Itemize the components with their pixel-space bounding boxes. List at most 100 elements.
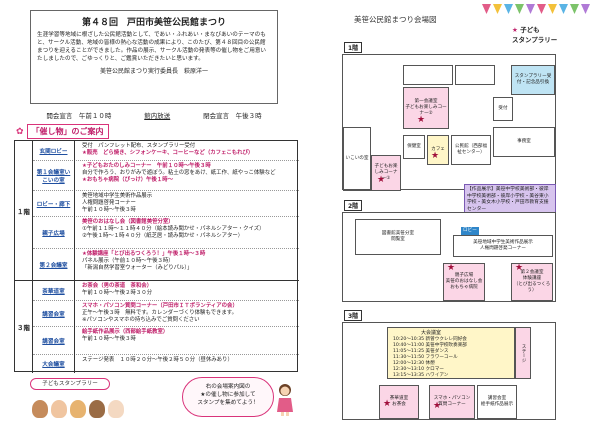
stamp-rally-badge: 子どもスタンプラリー (30, 378, 110, 390)
program-table: １階 玄関ロビー 受付 パンフレット配布、スタンプラリー受付 ★販売 どら焼き、… (14, 140, 299, 373)
room-activities: ★体験講座「とび出るつくろう！」午後１時〜３時 パネル展示（午前１０時〜午後３時… (79, 249, 299, 274)
map-room-corridor: 美笹地域中学生美術作品展示 人権問題啓発コーナー (453, 235, 553, 257)
floor-map-3: 大会議室 10:20〜10:35 新曽ウクレレ同好会 10:40〜11:00 美… (342, 322, 556, 420)
activity-item: ★販売 どら焼き、シフォンケーキ、コーヒーなど（カフェこもれび） (82, 150, 254, 156)
floor-map-2: 図書館美笹分室 閲覧室 美笹地域中学生美術作品展示 人権問題啓発コーナー ロビー… (342, 212, 556, 302)
girl-icon (277, 384, 293, 416)
table-row: 第１会議室いこいの室 ★子どもおたのしみコーナー 午前１０時〜午後３時 自分で作… (33, 161, 299, 191)
opening-time: 開会宣言 午前１０時 (46, 112, 112, 120)
map-room-ikoi: いこいの室 (343, 127, 371, 191)
table-row: 茶華道室 お茶会（男の茶道 茶和会） 午前１０時〜午後２時３０分 (33, 281, 299, 301)
room-name: 大会議室 (33, 355, 75, 373)
map-room-first-meeting: 第一会議室 子どもお楽しみコーナー② (403, 87, 449, 129)
flag-icon (559, 4, 568, 14)
activity-item: 人権問題啓発コーナー (82, 200, 136, 206)
flower-icon: ✿ (16, 126, 24, 137)
map-room-kids-corner: 子どもお楽しみコーナー① (371, 155, 401, 191)
instruction-bubble: 右の会場案内図の ★の催し物に参加して スタンプを集めてよう！ (182, 377, 274, 417)
bubble-line: ★の催し物に参加して (200, 392, 256, 398)
room-name: 講習会室 (33, 327, 75, 355)
room-activities: ★子どもおたのしみコーナー 午前１０時〜午後３時 自分で作ろう、おりがみで遊ぼう… (79, 161, 299, 186)
activity-item: 美笹のおはなし会（図書館美笹分室） (82, 219, 174, 225)
program-page: 第４８回 戸田市美笹公民館まつり 生涯学習等地域に根ざした公民館活動として、であ… (4, 4, 300, 422)
stage-item: 12:30〜13:10 クロマー (393, 367, 444, 372)
stage-item: 10:40〜11:00 美笹中学校吹奏楽部 (393, 343, 467, 348)
flag-icon (515, 4, 524, 14)
room-activities: 絵手紙作品展示（西部絵手紙教室） 午前１０時〜午後３時 (79, 327, 299, 345)
floor-label: ３階 (15, 281, 33, 373)
table-row: 親子広場 美笹のおはなし会（図書館美笹分室） ①午前１１時〜１１時４０分（絵本読… (33, 217, 299, 249)
table-row: 講習会室 スマホ・パソコン質問コーナー（戸田市ＩＴボランティアの会） 正午〜午後… (33, 301, 299, 327)
broadcast-label: 館内放送 (144, 112, 171, 120)
activity-item: ステージ発表 １０時２０分〜午後２時５０分（昼休みあり） (82, 357, 233, 363)
room-activities: 美笹のおはなし会（図書館美笹分室） ①午前１１時〜１１時４０分（絵本読み聞かせ・… (79, 217, 299, 242)
room-activities: スマホ・パソコン質問コーナー（戸田市ＩＴボランティアの会） 正午〜午後３時 無料… (79, 301, 299, 326)
flag-icon (581, 4, 590, 14)
map-room (455, 65, 495, 85)
page-title: 第４８回 戸田市美笹公民館まつり (81, 18, 226, 28)
map-room-hall: 公民館（西部福祉センター） (451, 135, 491, 165)
stage-item: 12:00〜12:30 休憩 (393, 361, 435, 366)
room-name: 第１会議室いこいの室 (33, 161, 75, 191)
activity-item: ★体験講座「とび出るつくろう！」午後１時〜３時 (82, 251, 206, 257)
room-activities: お茶会（男の茶道 茶和会） 午前１０時〜午後２時３０分 (79, 281, 299, 299)
room-name: 講習会室 (33, 301, 75, 327)
map-room-cafe: カフェ (427, 135, 449, 165)
table-row: 講習会室 絵手紙作品展示（西部絵手紙教室） 午前１０時〜午後３時 (33, 327, 299, 355)
dog-icon (70, 400, 86, 418)
stage-item: 11:30〜11:50 フラワーコール (393, 355, 458, 360)
bunting-decoration (482, 4, 592, 22)
star-icon: ★ (377, 175, 386, 185)
map-room (403, 65, 453, 85)
map-room-stamp-desk: スタンプラリー受付・記念品引換 (511, 65, 555, 95)
bear-icon (32, 400, 48, 418)
flag-icon (504, 4, 513, 14)
map-room-pc: スマホ・パソコン 質問コーナー (429, 385, 475, 419)
table-row: 第２会議室 ★体験講座「とび出るつくろう！」午後１時〜３時 パネル展示（午前１０… (33, 249, 299, 281)
program-heading: ✿ 「催し物」のご案内 (16, 124, 109, 139)
star-icon: ★ (515, 263, 524, 273)
intro-box: 第４８回 戸田市美笹公民館まつり 生涯学習等地域に根ざした公民館活動として、であ… (30, 10, 278, 104)
map-room-health: 保健室 (403, 135, 425, 159)
table-row: 玄関ロビー 受付 パンフレット配布、スタンプラリー受付 ★販売 どら焼き、シフォ… (33, 141, 299, 161)
activity-item: ★子どもおたのしみコーナー 午前１０時〜午後３時 (82, 163, 211, 169)
star-icon: ★ (512, 26, 518, 34)
activity-item: 美笹地域中学生美術作品展示 (82, 193, 153, 199)
intro-signature: 美笹公民館まつり実行委員長 萩原洋一 (99, 68, 208, 75)
room-name: ロビー・廊下 (33, 191, 75, 217)
table-row: 大会議室 ステージ発表 １０時２０分〜午後２時５０分（昼休みあり） (33, 355, 299, 373)
venue-map-page: 美笹公民館まつり会場図 ★ 子ども スタンプラリー 1階 スタンプラリー受付・記… (304, 4, 596, 422)
flag-icon (570, 4, 579, 14)
flag-icon (482, 4, 491, 14)
map-room-library: 図書館美笹分室 閲覧室 (355, 219, 441, 255)
animal-illustration (32, 392, 132, 418)
floor-section-1: １階 玄関ロビー 受付 パンフレット配布、スタンプラリー受付 ★販売 どら焼き、… (15, 141, 299, 281)
stage-item: 13:15〜13:35 ハワイアン (393, 373, 449, 378)
map-lobby-label: ロビー (461, 227, 479, 235)
activity-item: 正午〜午後３時 無料です。カレンダーづくり体験もできます。 (82, 310, 238, 316)
activity-item: 午前１０時〜午後２時３０分 (82, 290, 153, 296)
room-activities: 美笹地域中学生美術作品展示 人権問題啓発コーナー 午前１０時〜午後３時 (79, 191, 299, 216)
floor-tag-1: 1階 (344, 42, 363, 53)
star-icon: ★ (447, 263, 456, 273)
stage-item: 11:05〜11:25 美笹ダンス (393, 349, 449, 354)
room-name: 茶華道室 (33, 281, 75, 301)
kids-stamp-label: ★ 子ども スタンプラリー (512, 24, 557, 44)
map-room-reception: 受付 (493, 97, 513, 121)
kids-stamp-text: 子ども スタンプラリー (512, 26, 558, 44)
map-big-room-label: 大会議室 (421, 330, 442, 336)
cat-icon (108, 400, 124, 418)
activity-item: 午前１０時〜午後３時 (82, 207, 136, 213)
map-title: 美笹公民館まつり会場図 (354, 15, 437, 24)
map-room-stage: ステージ (515, 327, 531, 379)
star-icon: ★ (431, 151, 440, 161)
map-room-second-meeting: 第２会議室 体験講座 （とび出るつくろう） (511, 263, 553, 301)
flag-icon (526, 4, 535, 14)
star-icon: ★ (433, 401, 442, 411)
activity-item: ②午後１時〜１時４０分（紙芝居・読み聞かせ・パネルシアター） (82, 233, 244, 239)
intro-text: 生涯学習等地域に根ざした公民館活動として、であい・ふれあい・まなびあいのテーマの… (37, 32, 267, 62)
activity-item: スマホ・パソコン質問コーナー（戸田市ＩＴボランティアの会） (82, 303, 238, 309)
room-name: 第２会議室 (33, 249, 75, 281)
activity-item: 受付 パンフレット配布、スタンプラリー受付 (82, 143, 196, 149)
map-room-office: 事務室 (493, 127, 555, 157)
